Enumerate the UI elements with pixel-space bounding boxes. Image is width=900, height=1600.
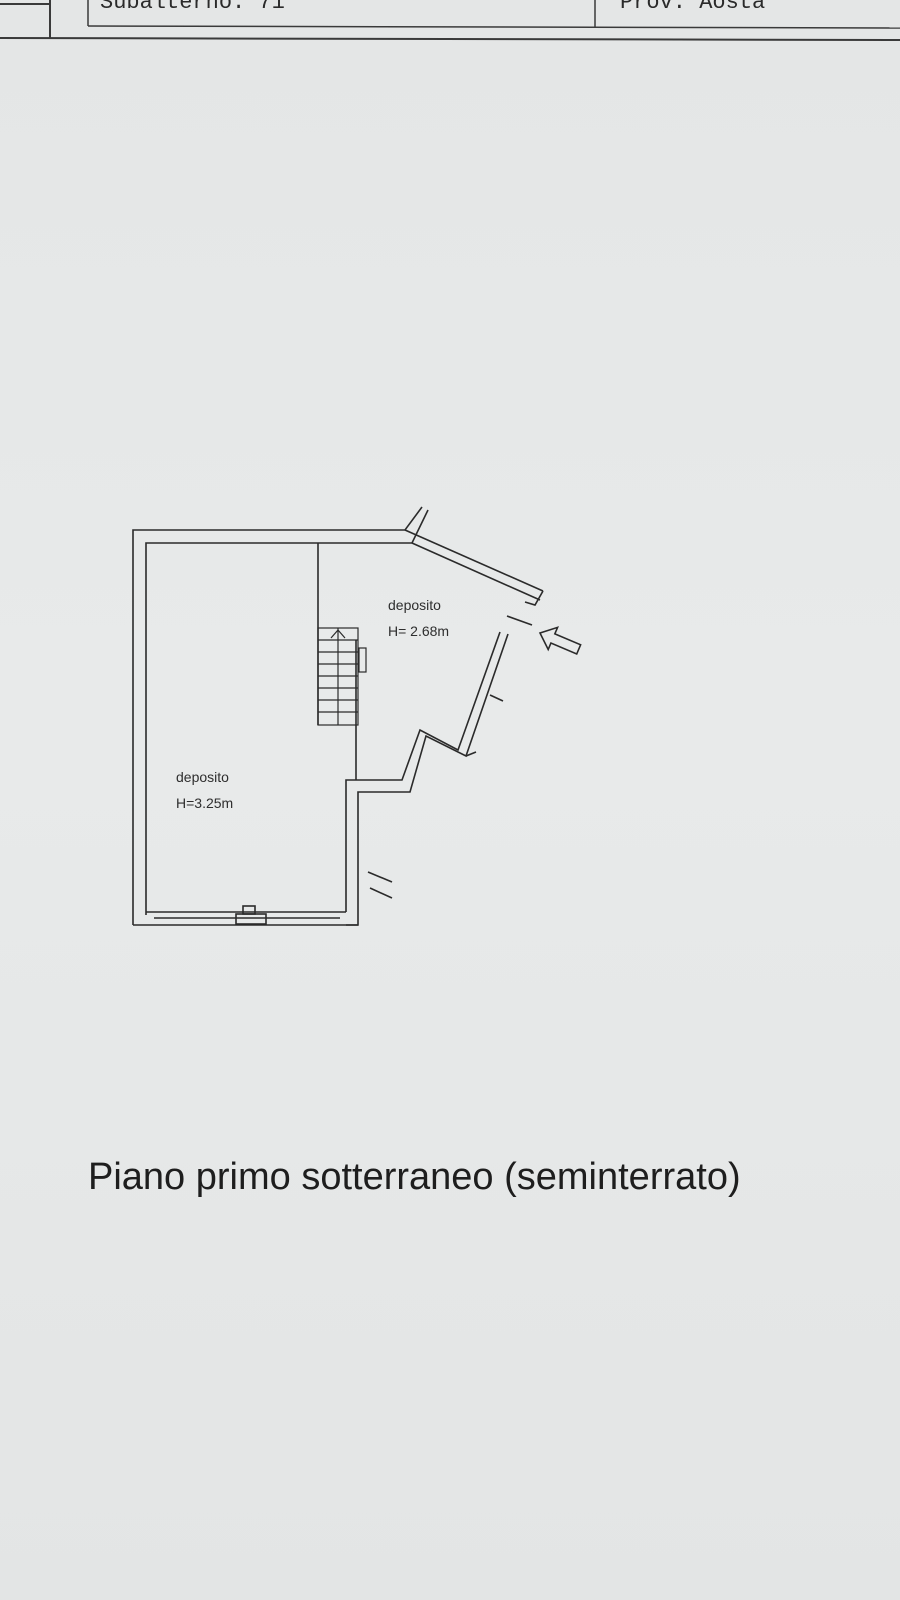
inner-wall-west-north bbox=[145, 509, 429, 915]
opening-line-2 bbox=[369, 887, 393, 899]
stair-handrail-post bbox=[358, 647, 367, 673]
room-label-lower-name: deposito bbox=[176, 769, 229, 785]
header-table: Subalterno: 71 Prov. Aosta bbox=[0, 0, 900, 41]
stair-arrow-icon bbox=[330, 629, 346, 639]
room-label-upper-name: deposito bbox=[388, 597, 441, 613]
room-label-upper-height: H= 2.68m bbox=[388, 623, 449, 639]
header-bottom-border bbox=[0, 37, 900, 41]
entrance-jamb-mark bbox=[506, 615, 533, 626]
south-window-post bbox=[242, 905, 256, 915]
staircase bbox=[317, 627, 367, 726]
walls bbox=[132, 506, 544, 926]
east-wall-inner bbox=[345, 631, 501, 912]
south-window-sill bbox=[235, 913, 267, 925]
opening-line-1 bbox=[367, 871, 393, 883]
header-province: Prov. Aosta bbox=[620, 0, 765, 15]
floor-caption: Piano primo sotterraneo (seminterrato) bbox=[88, 1156, 741, 1198]
east-wall-notch-2 bbox=[465, 751, 477, 757]
entrance-jamb-top bbox=[524, 590, 544, 606]
room-label-lower-height: H=3.25m bbox=[176, 795, 233, 811]
inner-wall-north-east bbox=[411, 542, 541, 601]
header-box-bottom bbox=[87, 25, 900, 29]
outer-wall-west-north bbox=[132, 506, 423, 925]
east-wall-notch-1 bbox=[489, 694, 504, 702]
entrance-arrow-icon bbox=[538, 626, 582, 656]
outer-wall-north-east bbox=[404, 529, 544, 592]
header-subalterno: Subalterno: 71 bbox=[100, 0, 285, 15]
floor-plan: deposito H= 2.68m deposito H=3.25m bbox=[132, 506, 582, 926]
